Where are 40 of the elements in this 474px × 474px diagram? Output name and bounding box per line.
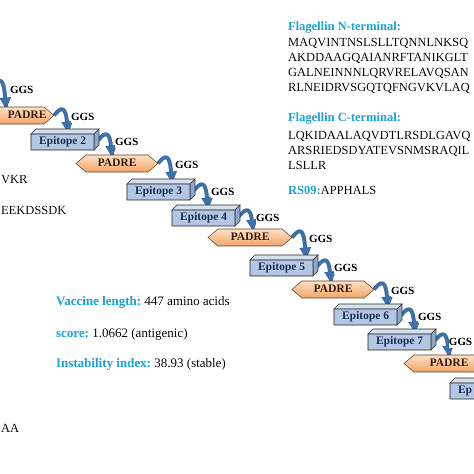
- node-label: Epitope 2: [39, 136, 86, 148]
- node-label: PADRE: [8, 110, 46, 122]
- node-label: Epitope 7: [376, 336, 423, 348]
- node-label: Ep: [458, 385, 472, 397]
- node-label: Epitope 6: [342, 311, 389, 323]
- edge-label: GGS: [391, 286, 414, 296]
- node-label: PADRE: [314, 284, 352, 296]
- sequence-text: LSLLR: [288, 159, 326, 172]
- sequence-text: EEKDSSDK: [1, 204, 66, 216]
- edge-label: GGS: [448, 336, 472, 348]
- sequence-text: GALNEINNNLQRVRELAVQSAN: [288, 66, 469, 78]
- edge-label: GGS: [175, 160, 198, 170]
- sequence-text: ARSRIEDSDYATEVSNMSRAQIL: [288, 144, 470, 156]
- edge-label: GGS: [71, 112, 94, 122]
- edge-label: GGS: [256, 212, 280, 224]
- sequence-text: AKDDAAGQAIANRFTANIKGLT: [288, 51, 468, 64]
- sequence-text: RS09:APPHALS: [288, 184, 376, 196]
- node-label: PADRE: [430, 358, 468, 370]
- sequence-text: AA: [1, 422, 20, 434]
- sequence-text: Instability index: 38.93 (stable): [56, 356, 226, 369]
- node-label: Epitope 4: [180, 212, 227, 224]
- node-label: PADRE: [230, 232, 270, 244]
- sequence-text: LQKIDAALAQVDTLRSDLGAVQ: [288, 129, 470, 142]
- sequence-text: Vaccine length: 447 amino acids: [56, 294, 230, 307]
- sequence-text: MAQVINTNSLSLLTQNNLNKSQ: [288, 36, 468, 48]
- node-label: PADRE: [98, 158, 136, 170]
- sequence-text: score: 1.0662 (antigenic): [56, 326, 188, 339]
- node-label: Epitope 5: [258, 262, 305, 274]
- edge-label: GGS: [115, 136, 138, 148]
- section-heading: Flagellin N-terminal:: [288, 20, 401, 32]
- curved-arrow: [0, 78, 12, 110]
- node-label: Epitope 3: [135, 186, 182, 198]
- edge-label: GGS: [418, 312, 442, 322]
- sequence-text: RLNEIDRVSGQTQFNGVKVLAQ: [288, 81, 470, 94]
- edge-label: GGS: [10, 85, 34, 96]
- edge-label: GGS: [309, 234, 332, 244]
- sequence-text: VKR: [1, 173, 28, 186]
- edge-label: GGS: [211, 186, 234, 198]
- section-heading: Flagellin C-terminal:: [288, 111, 401, 124]
- edge-label: GGS: [334, 262, 358, 274]
